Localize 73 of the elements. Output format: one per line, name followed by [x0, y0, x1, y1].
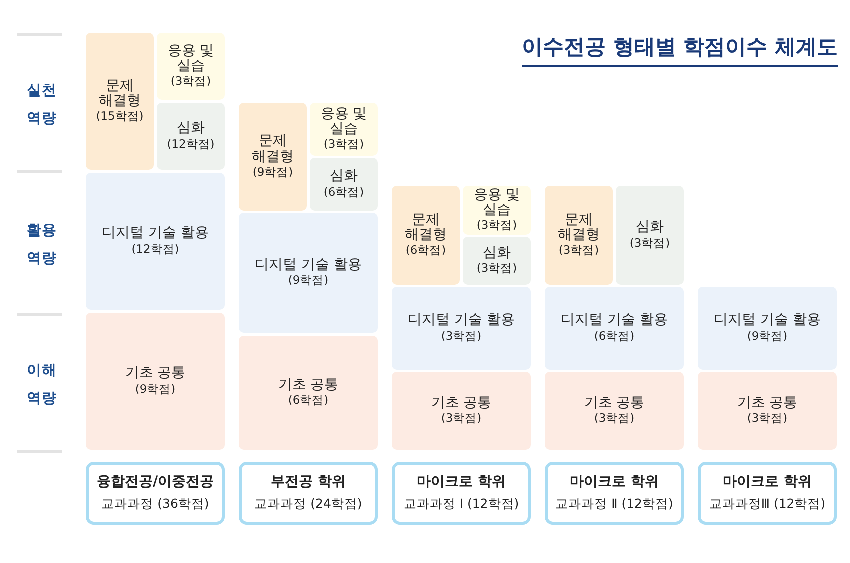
program-name: 마이크로 학위: [723, 474, 812, 490]
block-name: 기초 공통: [125, 366, 186, 382]
block-name: 심화: [636, 220, 664, 236]
block-name: 문제 해결형: [557, 212, 601, 244]
category-block: [392, 372, 531, 450]
category-block: [545, 186, 613, 285]
credit-label: (3학점): [441, 411, 482, 426]
program-box: [698, 462, 837, 525]
block-name: 기초 공통: [278, 378, 339, 394]
credit-label: (3학점): [630, 236, 670, 251]
program-name: 마이크로 학위: [570, 474, 659, 490]
credit-label: (9학점): [252, 164, 294, 180]
credit-label: (3학점): [747, 411, 788, 426]
program-credits: 교과과정 Ⅱ (12학점): [556, 496, 674, 512]
program-credits: 교과과정 (24학점): [254, 496, 362, 512]
credit-label: (6학점): [594, 328, 635, 344]
program-credits: 교과과정 Ⅰ (12학점): [404, 496, 520, 512]
credit-label: (3학점): [441, 328, 482, 344]
block-name: 심화: [330, 169, 358, 185]
block-name: 응용 및 실습: [166, 44, 216, 74]
credit-label: (3학점): [594, 411, 635, 426]
credit-label: (3학점): [324, 137, 364, 152]
program-box: [392, 462, 531, 525]
credit-label: (6학점): [406, 243, 446, 258]
credit-label: (9학점): [135, 382, 176, 397]
block-name: 응용 및 실습: [472, 188, 522, 218]
row-label: 실천 역량: [26, 82, 58, 129]
credit-label: (15학점): [96, 109, 144, 124]
credit-label: (3학점): [558, 243, 600, 258]
block-name: 디지털 기술 활용: [102, 226, 209, 242]
category-block: [392, 186, 460, 285]
category-block: [463, 186, 531, 235]
block-name: 응용 및 실습: [320, 106, 368, 138]
category-block: [310, 103, 378, 156]
credit-label: (6학점): [288, 393, 329, 408]
block-name: 기초 공통: [584, 396, 645, 412]
category-block: [86, 313, 225, 450]
program-box: [545, 462, 684, 525]
block-name: 디지털 기술 활용: [714, 313, 821, 329]
credit-label: (12학점): [132, 242, 180, 257]
credit-label: (6학점): [324, 184, 364, 200]
credit-label: (3학점): [170, 74, 212, 90]
block-name: 기초 공통: [431, 396, 492, 412]
category-block: [698, 372, 837, 450]
credit-label: (9학점): [747, 328, 788, 344]
program-credits: 교과과정Ⅲ (12학점): [709, 496, 826, 512]
block-name: 문제 해결형: [98, 78, 142, 110]
program-credits: 교과과정 (36학점): [102, 496, 210, 512]
category-block: [239, 103, 307, 211]
block-name: 심화: [177, 121, 205, 137]
category-block: [545, 372, 684, 450]
credit-label: (12학점): [167, 136, 215, 152]
diagram-title: 이수전공 형태별 학점이수 체계도: [522, 33, 838, 67]
block-name: 문제 해결형: [404, 212, 448, 244]
row-label: 활용 역량: [26, 222, 58, 269]
credit-label: (3학점): [476, 218, 518, 234]
block-name: 디지털 기술 활용: [408, 313, 515, 329]
block-name: 디지털 기술 활용: [255, 258, 362, 274]
credit-label: (9학점): [288, 273, 329, 288]
row-label: 이해 역량: [26, 362, 58, 409]
block-name: 심화: [483, 246, 511, 262]
block-name: 문제 해결형: [251, 134, 295, 165]
block-name: 기초 공통: [737, 396, 798, 412]
program-name: 부전공 학위: [271, 474, 346, 490]
category-block: [157, 33, 225, 100]
credit-label: (3학점): [476, 261, 518, 276]
program-name: 마이크로 학위: [417, 474, 506, 490]
category-block: [239, 336, 378, 450]
program-box: [86, 462, 225, 525]
category-block: [86, 33, 154, 170]
block-name: 디지털 기술 활용: [561, 313, 668, 329]
program-name: 융합전공/이중전공: [96, 474, 214, 490]
program-box: [239, 462, 378, 525]
